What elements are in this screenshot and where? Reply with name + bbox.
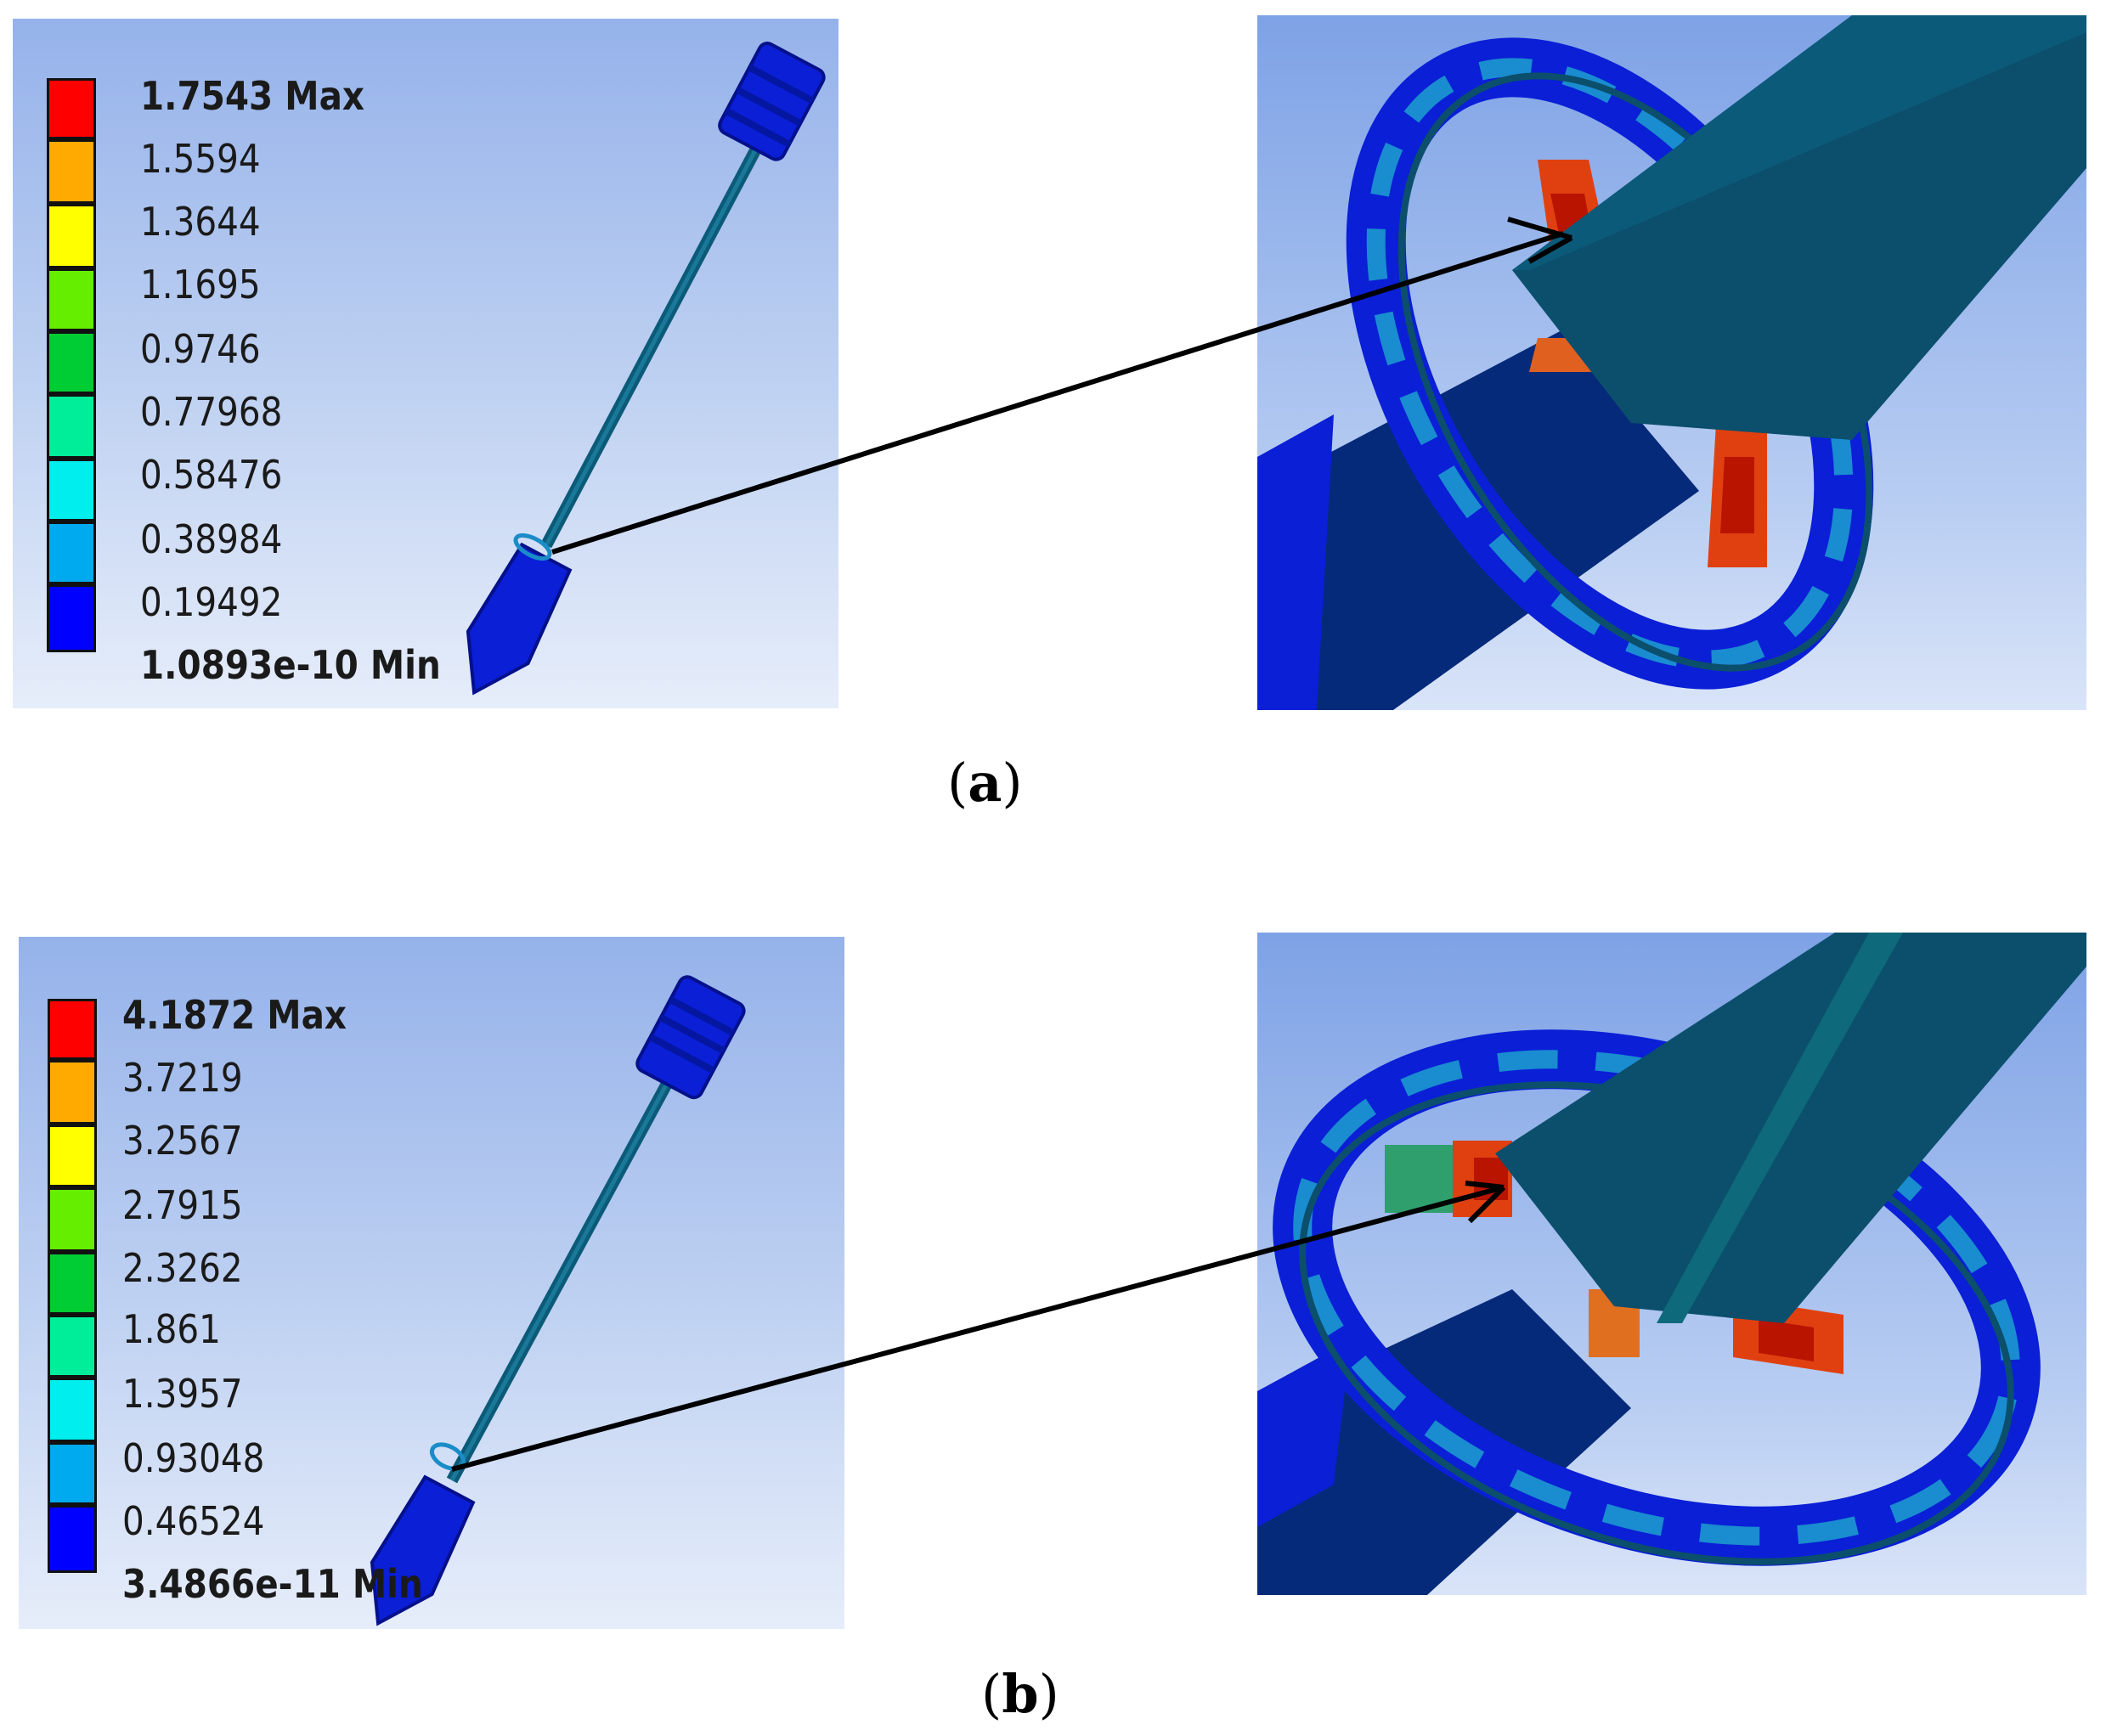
legend-tick-label: 2.7915	[122, 1182, 243, 1228]
legend-tick-label: 0.19492	[140, 579, 283, 625]
overview-viewport-a: 1.7543 Max 1.5594 1.3644 1.1695 0.9746 0…	[13, 19, 838, 708]
legend-swatch-red	[47, 78, 96, 139]
ring-detail-a	[1257, 15, 2086, 710]
legend-tick-label: 1.5594	[140, 136, 261, 182]
legend-swatch-yellow-green	[48, 1187, 97, 1252]
shaft-model-a	[466, 42, 826, 696]
legend-tick-label: 1.3644	[140, 199, 261, 245]
legend-swatch-cyan	[47, 459, 96, 521]
legend-tick-label: 3.2567	[122, 1118, 243, 1164]
legend-tick-label: 1.1695	[140, 262, 261, 307]
overview-viewport-b: 4.1872 Max 3.7219 3.2567 2.7915 2.3262 1…	[19, 937, 844, 1629]
legend-tick-label: 1.3957	[122, 1371, 243, 1417]
legend-tick-label: 0.9746	[140, 326, 261, 372]
zoom-viewport-a	[1257, 15, 2086, 710]
legend-tick-label: 0.46524	[122, 1498, 265, 1544]
legend-swatch-blue	[48, 1505, 97, 1573]
legend-swatch-green	[48, 1252, 97, 1315]
legend-swatch-yellow	[47, 204, 96, 268]
legend-max-label: 1.7543 Max	[140, 73, 365, 119]
legend-tick-label: 0.38984	[140, 516, 283, 562]
legend-swatch-light-blue	[48, 1442, 97, 1505]
legend-min-label: 1.0893e-10 Min	[140, 642, 441, 688]
legend-swatch-green	[47, 331, 96, 394]
legend-swatch-sea-green	[48, 1315, 97, 1378]
legend-tick-label: 0.77968	[140, 389, 283, 435]
legend-swatch-blue	[47, 584, 96, 652]
legend-swatch-cyan	[48, 1378, 97, 1442]
legend-max-label: 4.1872 Max	[122, 992, 347, 1038]
ring-detail-b	[1257, 933, 2086, 1595]
legend-tick-label: 0.58476	[140, 452, 283, 498]
caption-b: (b)	[981, 1663, 1059, 1725]
legend-tick-label: 1.861	[122, 1306, 221, 1352]
legend-swatch-orange	[47, 139, 96, 204]
zoom-viewport-b	[1257, 933, 2086, 1595]
legend-swatch-sea-green	[47, 394, 96, 459]
legend-swatch-yellow	[48, 1124, 97, 1187]
legend-tick-label: 2.3262	[122, 1245, 243, 1291]
legend-swatch-orange	[48, 1060, 97, 1124]
legend-min-label: 3.4866e-11 Min	[122, 1561, 423, 1607]
legend-swatch-yellow-green	[47, 268, 96, 331]
legend-tick-label: 0.93048	[122, 1435, 265, 1481]
legend-swatch-light-blue	[47, 521, 96, 584]
caption-a: (a)	[947, 752, 1023, 814]
legend-swatch-red	[48, 999, 97, 1060]
legend-tick-label: 3.7219	[122, 1055, 243, 1101]
